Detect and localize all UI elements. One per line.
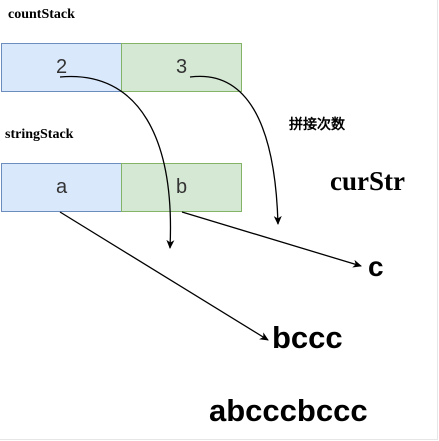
value-bccc: bccc	[272, 320, 343, 355]
value-c: c	[368, 251, 384, 282]
concat-count-label: 拼接次数	[289, 117, 345, 133]
value-result: abcccbccc	[209, 393, 368, 428]
arrow-b-to-c	[181, 211, 362, 268]
arrow-a-to-bccc	[59, 211, 269, 341]
curstr-label: curStr	[330, 166, 405, 196]
countstack-cell-1: 3	[121, 43, 242, 92]
stringstack-cell-1: b	[121, 163, 242, 212]
countstack-cell-0: 2	[1, 43, 122, 92]
countstack-label: countStack	[8, 7, 75, 22]
stringstack-label: stringStack	[5, 127, 74, 142]
arrow-3-to-count	[189, 75, 282, 225]
stringstack-cell-0: a	[1, 163, 122, 212]
arrow-2-to-cur	[59, 75, 175, 249]
